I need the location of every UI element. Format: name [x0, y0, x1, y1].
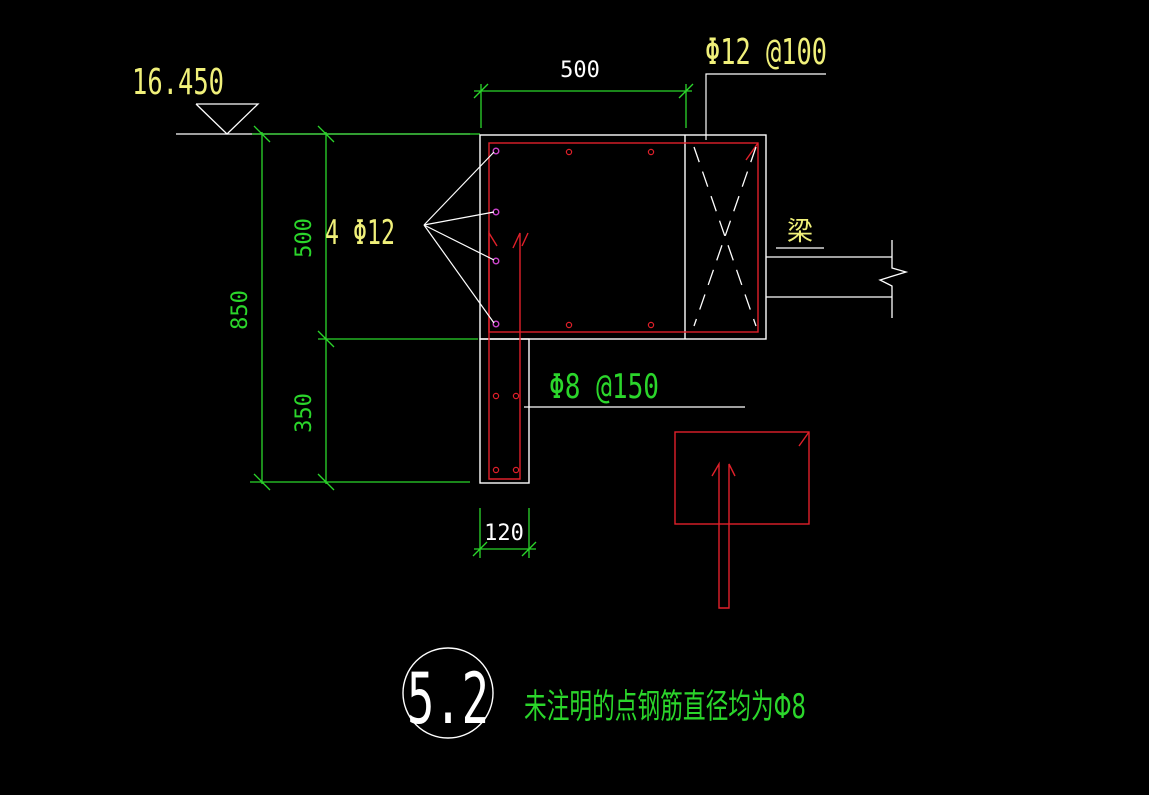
detail-number-circle: [402, 647, 494, 739]
rebar-cage: [488, 142, 759, 480]
wall-width-dimension: [472, 508, 537, 558]
tick: [678, 83, 694, 99]
stirrup-callout: Φ8 @150: [549, 367, 659, 407]
beam-label: 梁: [787, 217, 813, 247]
wall-stirrup: [488, 230, 521, 480]
rebar-dots-red: [492, 148, 655, 474]
rebar-dot: [492, 392, 500, 400]
rebar-dots-magenta: [492, 147, 500, 328]
dim-text-850: 850: [228, 290, 253, 330]
dim-text-120: 120: [484, 521, 524, 546]
stirrup-hook: [745, 142, 759, 161]
detail-wall-bar: [711, 461, 736, 609]
lap-x-mark: [693, 146, 757, 327]
detail-number: 5.2: [407, 658, 489, 740]
wall-outline: [479, 338, 530, 484]
rebar-dot: [492, 466, 500, 474]
section-outline: [479, 134, 767, 484]
tick: [473, 83, 489, 99]
side-bar-dot: [492, 257, 500, 265]
vertical-dimensions: [250, 125, 480, 491]
leader-line: [423, 224, 495, 261]
top-rebar-callout: Φ12 @100: [705, 32, 827, 73]
rebar-dot: [512, 392, 520, 400]
tick: [253, 473, 271, 491]
leader-line: [423, 224, 495, 324]
elevation-triangle: [195, 103, 260, 135]
detail-stirrup-outline: [674, 431, 810, 525]
general-note: 未注明的点钢筋直径均为Φ8: [524, 687, 806, 727]
top-rebar-leader: [705, 73, 826, 140]
rebar-dot: [565, 148, 573, 156]
side-rebar-callout: 4 Φ12: [325, 213, 395, 253]
tick: [317, 125, 335, 143]
top-width-dimension: [473, 83, 694, 128]
elevation-value: 16.450: [132, 62, 224, 103]
rebar-dot: [647, 321, 655, 329]
adjacent-beam-stub: [766, 240, 909, 318]
detail-hook: [798, 431, 810, 447]
beam-section-outline: [479, 134, 767, 340]
dim-text-500-vertical: 500: [292, 218, 317, 258]
stirrup-detail-inset: [674, 431, 810, 609]
side-bar-dot: [492, 147, 500, 155]
tick: [521, 541, 537, 557]
side-bar-dot: [492, 208, 500, 216]
elevation-mark: [176, 103, 470, 135]
break-line: [878, 240, 909, 318]
side-bar-dot: [492, 320, 500, 328]
tick: [472, 541, 488, 557]
main-stirrup: [488, 142, 759, 333]
dim-text-350: 350: [292, 393, 317, 433]
rebar-dot: [565, 321, 573, 329]
leader-line: [705, 73, 826, 140]
x-diagonal-1: [693, 146, 757, 327]
rebar-dot: [647, 148, 655, 156]
x-diagonal-2: [693, 146, 757, 327]
tick: [317, 473, 335, 491]
tick: [317, 330, 335, 348]
wall-hook: [521, 232, 529, 247]
leader-line: [423, 211, 495, 226]
dim-text-500-horizontal: 500: [560, 58, 600, 83]
side-rebar-leaders: [423, 151, 495, 324]
rebar-dot: [512, 466, 520, 474]
tick: [253, 125, 271, 143]
leader-line: [423, 151, 495, 226]
